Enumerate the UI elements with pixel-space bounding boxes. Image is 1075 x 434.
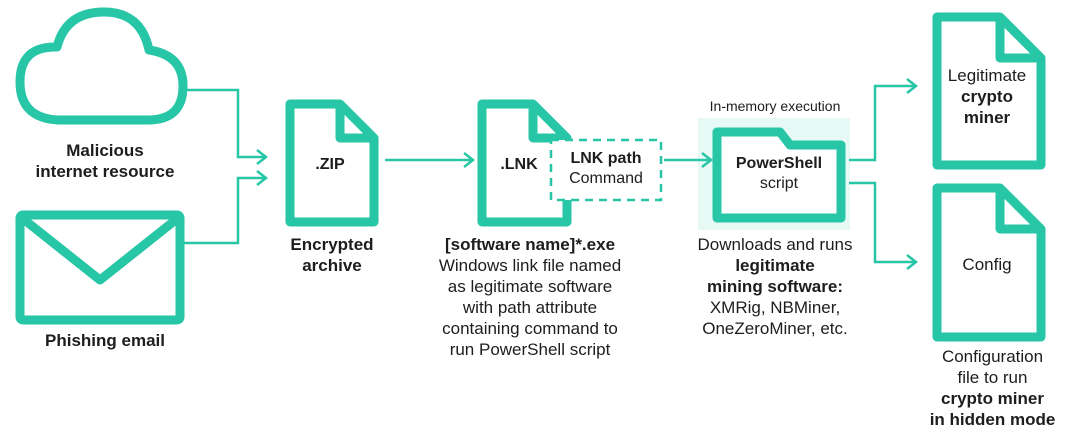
envelope-icon	[15, 210, 185, 325]
encrypted-archive-label: Encrypted archive	[290, 235, 374, 275]
lnk-description: [software name]*.exe Windows link file n…	[438, 235, 622, 359]
zip-document-icon	[285, 99, 379, 227]
lnk-path-badge	[549, 138, 663, 202]
powershell-description: Downloads and runs legitimate mining sof…	[697, 235, 853, 338]
miner-document-icon	[932, 12, 1046, 170]
zip-extension: .ZIP	[315, 156, 345, 173]
cloud-icon	[15, 7, 188, 125]
powershell-script-text: PowerShell script	[735, 155, 823, 192]
in-memory-execution-label: In-memory execution	[709, 98, 841, 114]
powershell-folder-icon	[712, 127, 846, 223]
config-label: Config	[962, 255, 1012, 274]
connector-sources-to-zip	[183, 88, 269, 245]
connector-zip-to-lnk	[385, 152, 476, 168]
connector-lnk-to-powershell	[664, 152, 714, 168]
lnk-path-badge-text: LNK path Command	[569, 150, 643, 187]
internet-resource-label: Malicious internet resource	[35, 141, 175, 181]
config-document-icon	[932, 183, 1046, 342]
connector-powershell-to-outputs	[849, 78, 919, 270]
phishing-email-label: Phishing email	[45, 331, 165, 350]
miner-label: Legitimate crypto miner	[947, 66, 1027, 127]
config-description: Configuration file to run crypto miner i…	[929, 347, 1056, 429]
lnk-extension: .LNK	[500, 156, 538, 173]
